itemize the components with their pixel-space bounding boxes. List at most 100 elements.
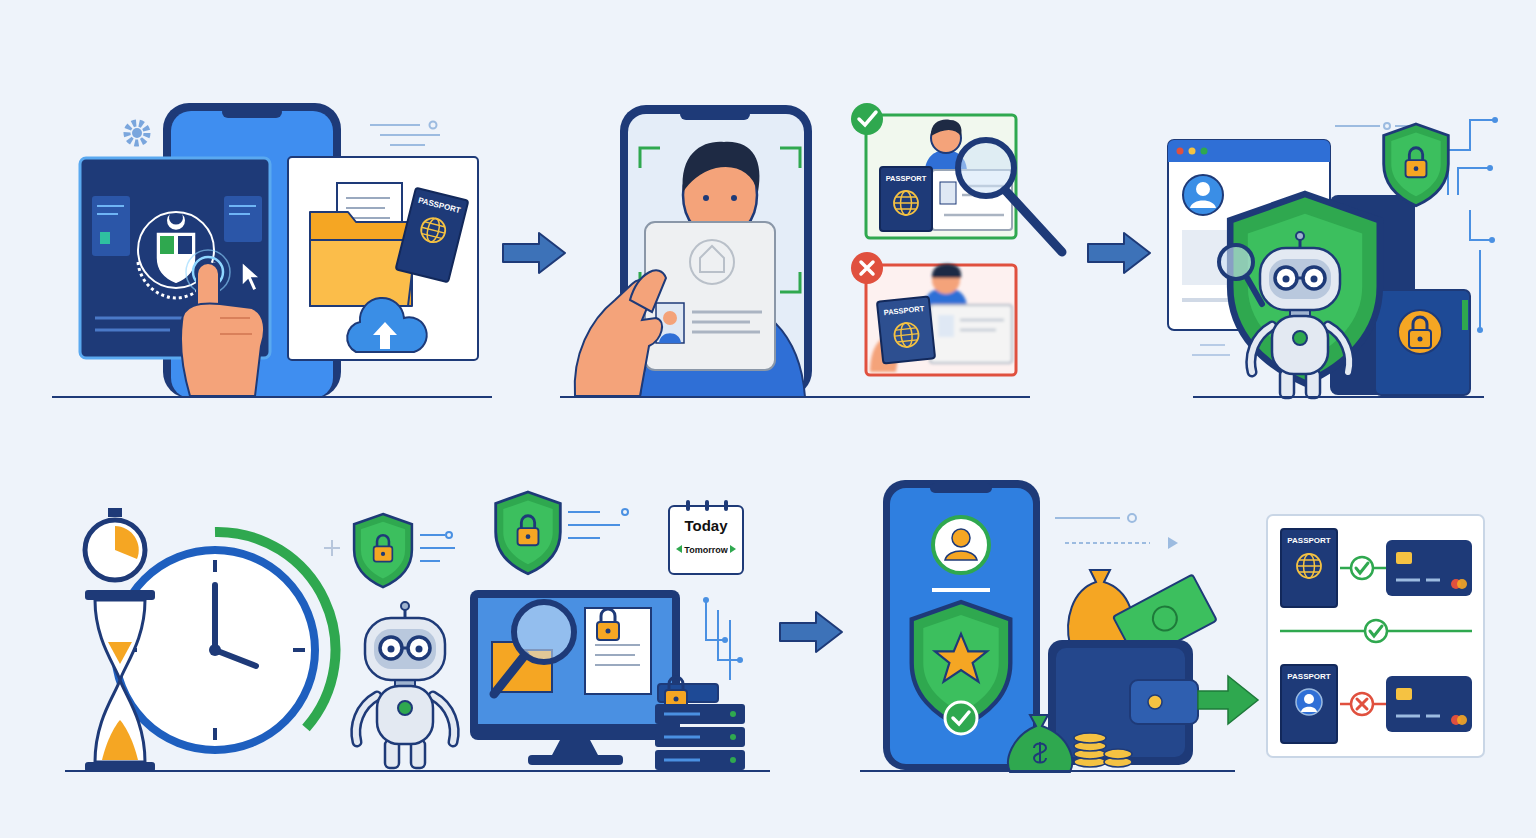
passport-label: PASSPORT (417, 196, 461, 216)
panel-upload-part (229, 213, 250, 215)
panel-ai-review-part (1492, 117, 1498, 123)
panel-match-check-part (1370, 626, 1382, 636)
panel-ai-review-part (1246, 276, 1262, 304)
panel-verified-wallet-part (945, 551, 977, 560)
panel-match-check-part (1396, 552, 1412, 564)
panel-processing-part (514, 602, 574, 662)
panel-processing-part (737, 657, 743, 663)
panel-processing-part (595, 664, 640, 666)
panel-ai-review-part (1251, 232, 1349, 398)
panel-verified-wallet-part (933, 517, 989, 573)
panel-upload-part (242, 262, 260, 291)
panel-upload-part (346, 197, 390, 199)
globe-line (420, 221, 446, 238)
panel-match-check-part (1396, 688, 1412, 700)
panel-ai-review-part (1177, 148, 1184, 155)
panel-ai-review-part (1477, 327, 1483, 333)
panel-selfie-check-part (560, 396, 1030, 398)
panel-verified-wallet-part (1008, 715, 1072, 772)
avatar-line (1304, 694, 1314, 704)
panel-ai-review-part (1190, 201, 1216, 209)
panel-processing-part (528, 755, 623, 765)
panel-processing-part (125, 560, 305, 740)
passport-card: PASSPORT (876, 295, 936, 364)
panel-ai-review-part (1192, 354, 1230, 356)
panel-match-check-part (1386, 540, 1472, 596)
panel-upload-part (220, 318, 252, 334)
panel-verified-wallet-part (1198, 676, 1258, 724)
panel-processing (65, 492, 770, 772)
panel-selfie-check-part (703, 195, 709, 201)
panel-selfie-check-part (866, 115, 1016, 238)
panel-match-check-part (1426, 579, 1440, 582)
panel-selfie-check-part (692, 311, 762, 314)
passport-label: PASSPORT (886, 174, 927, 183)
avatar-line (1296, 689, 1322, 715)
panel-match-check-part (1457, 715, 1467, 725)
globe-line (1297, 554, 1321, 578)
panel-ai-review-part (1384, 124, 1449, 206)
panel-upload-part (178, 236, 192, 254)
panel-ai-review-part (1219, 245, 1253, 279)
panel-upload-part (100, 232, 110, 244)
panel-processing-part (585, 608, 651, 694)
globe-emblem (890, 318, 923, 351)
panel-upload-part (346, 207, 385, 209)
panel-upload-part (370, 124, 420, 126)
panel-ai-review-part-part (1384, 124, 1449, 206)
panel-processing-part (595, 644, 640, 646)
calendar-arrow (676, 545, 682, 553)
passport-label: PASSPORT (1287, 536, 1330, 546)
panel-processing-part (730, 711, 736, 717)
panel-processing-part-part (356, 602, 454, 768)
panel-ai-review-part (1201, 148, 1208, 155)
avatar-line (1301, 706, 1317, 711)
panel-selfie-check-part (692, 331, 760, 334)
panel-selfie-check-part (851, 252, 883, 284)
calendar-arrow (730, 545, 736, 553)
panel-processing-part-part (496, 492, 561, 574)
panel-processing-part (85, 520, 145, 580)
passport-card: PASSPORT (879, 166, 933, 232)
calendar-ring (686, 500, 690, 511)
panel-ai-review-part (1448, 120, 1495, 330)
panel-verified-wallet-part-part (1149, 602, 1181, 634)
panel-upload-part (222, 106, 282, 118)
panel-match-check-part (1386, 676, 1472, 732)
panel-processing-part (209, 644, 221, 656)
globe-line (419, 215, 448, 244)
panel-processing-part (664, 759, 700, 762)
panel-verified-wallet-part (1168, 537, 1178, 549)
panel-ai-review-part (1409, 317, 1431, 348)
panel-processing-part (496, 492, 561, 574)
panel-upload (52, 103, 492, 398)
panel-verified-wallet-part (930, 483, 992, 493)
panel-selfie-check-part (692, 321, 750, 324)
panel-upload-part (167, 214, 185, 230)
panel-processing-part (115, 526, 139, 559)
panel-ai-review-part (1489, 237, 1495, 243)
panel-upload-part (229, 205, 256, 207)
panel-selfie-check-part (859, 112, 876, 125)
panel-ai-review (1168, 117, 1498, 398)
panel-match-check (1267, 515, 1484, 757)
panel-upload-part (127, 123, 147, 143)
panel-processing-part-part (354, 514, 412, 587)
panel-selfie-check-part-part (960, 329, 996, 332)
panel-processing-part (478, 598, 672, 724)
panel-processing-part (730, 757, 736, 763)
panel-upload-part (95, 329, 170, 332)
panel-upload-part (97, 205, 124, 207)
panel-processing-part (212, 585, 218, 650)
panel-processing-part (655, 704, 745, 724)
panel-selfie-check-part (700, 246, 724, 272)
flow-arrow (1088, 233, 1150, 273)
calendar-ring (724, 500, 728, 511)
panel-selfie-check-part (866, 265, 1016, 375)
panel-ai-review-part-part (1251, 232, 1349, 398)
calendar-ring (705, 500, 709, 511)
panel-selfie-check-part (683, 142, 760, 192)
globe-line (1297, 560, 1321, 572)
panel-selfie-check-part (940, 182, 956, 204)
panel-selfie-check (560, 103, 1062, 397)
